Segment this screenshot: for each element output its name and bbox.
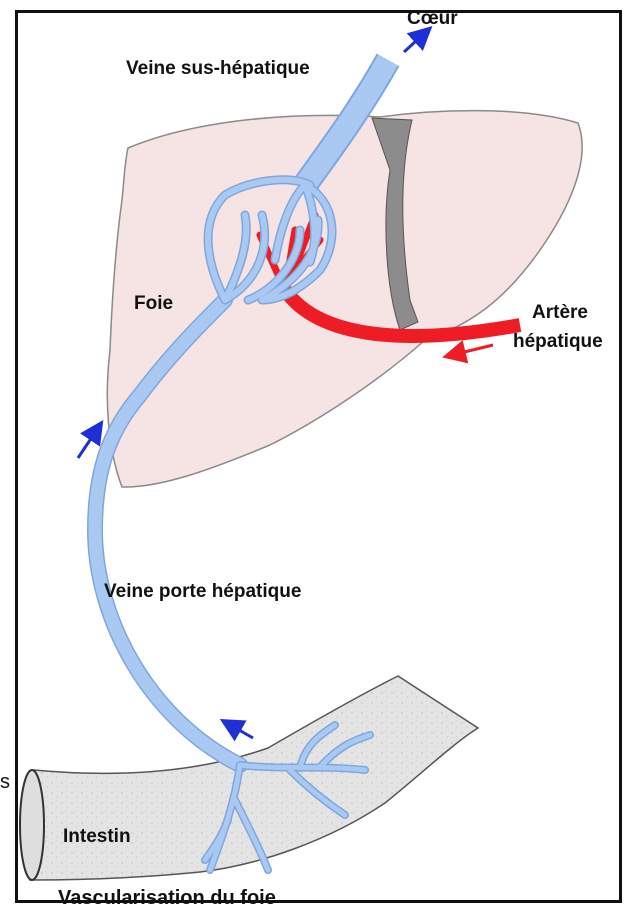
flow-arrow-artery (448, 345, 493, 356)
label-hepatic-vein: Veine sus-hépatique (126, 58, 310, 80)
liver-shape (107, 111, 582, 487)
flow-arrow-portal-lower (225, 722, 253, 738)
intestine-shape (30, 676, 478, 880)
diagram-caption: Vascularisation du foie (58, 887, 276, 910)
label-intestine: Intestin (63, 826, 131, 848)
label-hepatic-artery-line2: hépatique (513, 331, 603, 353)
flow-arrow-portal-upper (78, 425, 100, 458)
intestine-opening (20, 770, 44, 880)
flow-arrow-to-heart (404, 30, 428, 52)
label-liver: Foie (134, 293, 173, 315)
label-portal-vein: Veine porte hépatique (104, 581, 301, 603)
edge-text-fragment: s (0, 771, 10, 794)
label-hepatic-artery-line1: Artère (532, 302, 588, 324)
label-heart: Cœur (407, 8, 458, 30)
